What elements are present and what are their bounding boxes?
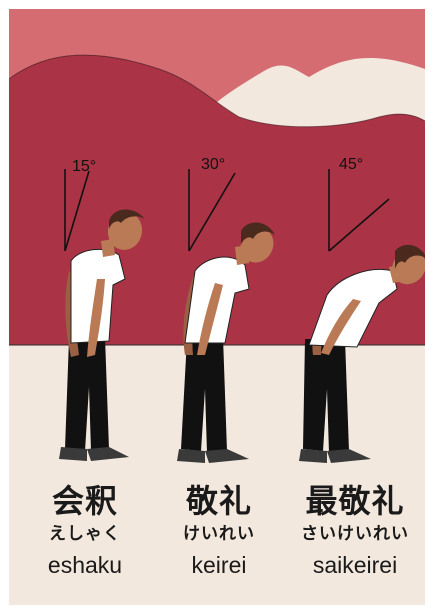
- romaji-keirei: keirei: [191, 552, 247, 578]
- kanji-eshaku: 会釈: [51, 482, 118, 520]
- angle-label-15: 15°: [72, 158, 96, 175]
- angle-label-30: 30°: [201, 156, 225, 173]
- label-keirei: 敬礼 けいれい keirei: [149, 481, 289, 581]
- label-eshaku: 会釈 えしゃく eshaku: [15, 481, 155, 581]
- kanji-keirei: 敬礼: [185, 482, 252, 520]
- kanji-saikeirei: 最敬礼: [305, 482, 405, 520]
- romaji-saikeirei: saikeirei: [312, 552, 398, 578]
- kana-keirei: けいれい: [183, 524, 255, 544]
- illustration: 15° 30° 45°: [9, 9, 425, 481]
- angle-marker-30: [188, 169, 236, 252]
- angle-label-45: 45°: [339, 156, 363, 173]
- romaji-eshaku: eshaku: [47, 552, 123, 578]
- angle-marker-15: [64, 169, 90, 252]
- figure-eshaku: [59, 209, 145, 461]
- kana-saikeirei: さいけいれい: [301, 524, 409, 544]
- figure-saikeirei: [299, 244, 425, 463]
- figure-keirei: [177, 222, 275, 463]
- angle-marker-45: [328, 169, 390, 252]
- label-saikeirei: 最敬礼 さいけいれい saikeirei: [285, 481, 425, 581]
- bow-labels: 会釈 えしゃく eshaku 敬礼 けいれい keirei 最敬礼 さいけいれい…: [9, 481, 425, 605]
- bowing-poster: 15° 30° 45°: [9, 9, 425, 605]
- kana-eshaku: えしゃく: [49, 524, 121, 544]
